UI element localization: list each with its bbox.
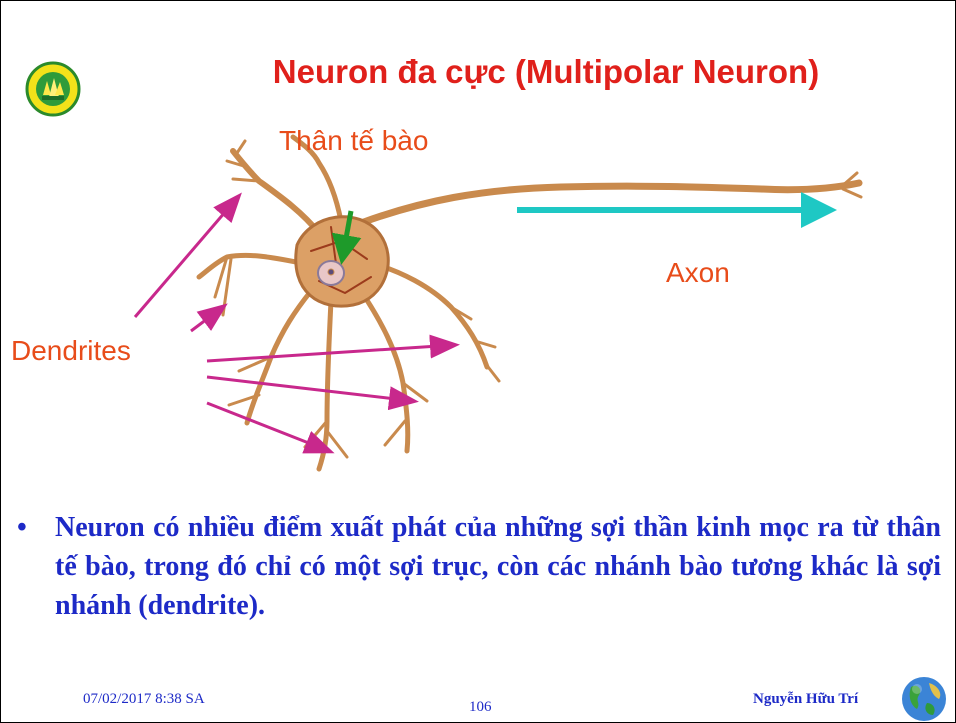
cell-body-label: Thân tế bào [279,125,428,157]
bullet-paragraph: • Neuron có nhiều điểm xuất phát của nhữ… [17,508,941,625]
dendrite-arrow-5 [207,403,329,451]
footer-author: Nguyễn Hữu Trí [753,691,858,708]
axon-label: Axon [666,257,730,289]
dendrite-arrow-2 [191,307,223,331]
dendrite-arrow-4 [207,377,413,401]
globe-icon [899,673,949,723]
bullet-icon: • [17,508,27,547]
footer-date: 07/02/2017 8:38 SA [83,691,205,708]
neuron-drawing [199,137,861,469]
page-number: 106 [469,699,492,716]
bullet-text: Neuron có nhiều điểm xuất phát của những… [55,508,941,625]
dendrites-label: Dendrites [11,335,131,367]
